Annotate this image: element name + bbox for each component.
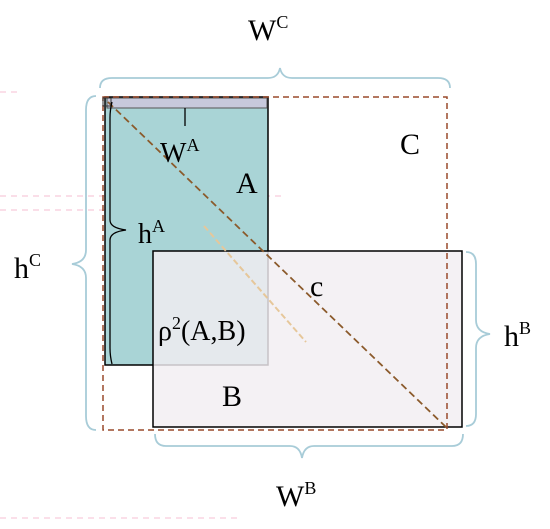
center-distance-line — [203, 225, 307, 343]
corner-marker — [102, 97, 112, 107]
label-h-c: hC — [14, 250, 41, 285]
label-w-b: WB — [276, 478, 316, 513]
diagonal-c — [107, 101, 448, 429]
label-box-a: A — [236, 167, 258, 200]
label-w-c: WC — [248, 12, 288, 47]
brace-w-b — [154, 433, 464, 459]
label-box-c: C — [400, 128, 420, 161]
label-w-a: WA — [160, 135, 199, 169]
label-box-b: B — [222, 380, 242, 413]
brace-w-c — [99, 67, 451, 89]
label-diag-c: c — [310, 270, 323, 303]
brace-h-b — [465, 251, 491, 427]
box-a-top-band — [106, 97, 268, 109]
box-b — [152, 250, 463, 428]
bracket-h-a — [109, 101, 127, 365]
brace-h-c — [71, 95, 97, 431]
box-c — [102, 96, 448, 431]
label-rho: ρ2(A,B) — [158, 313, 246, 347]
label-h-b: hB — [504, 318, 531, 353]
label-h-a: hA — [138, 216, 165, 250]
